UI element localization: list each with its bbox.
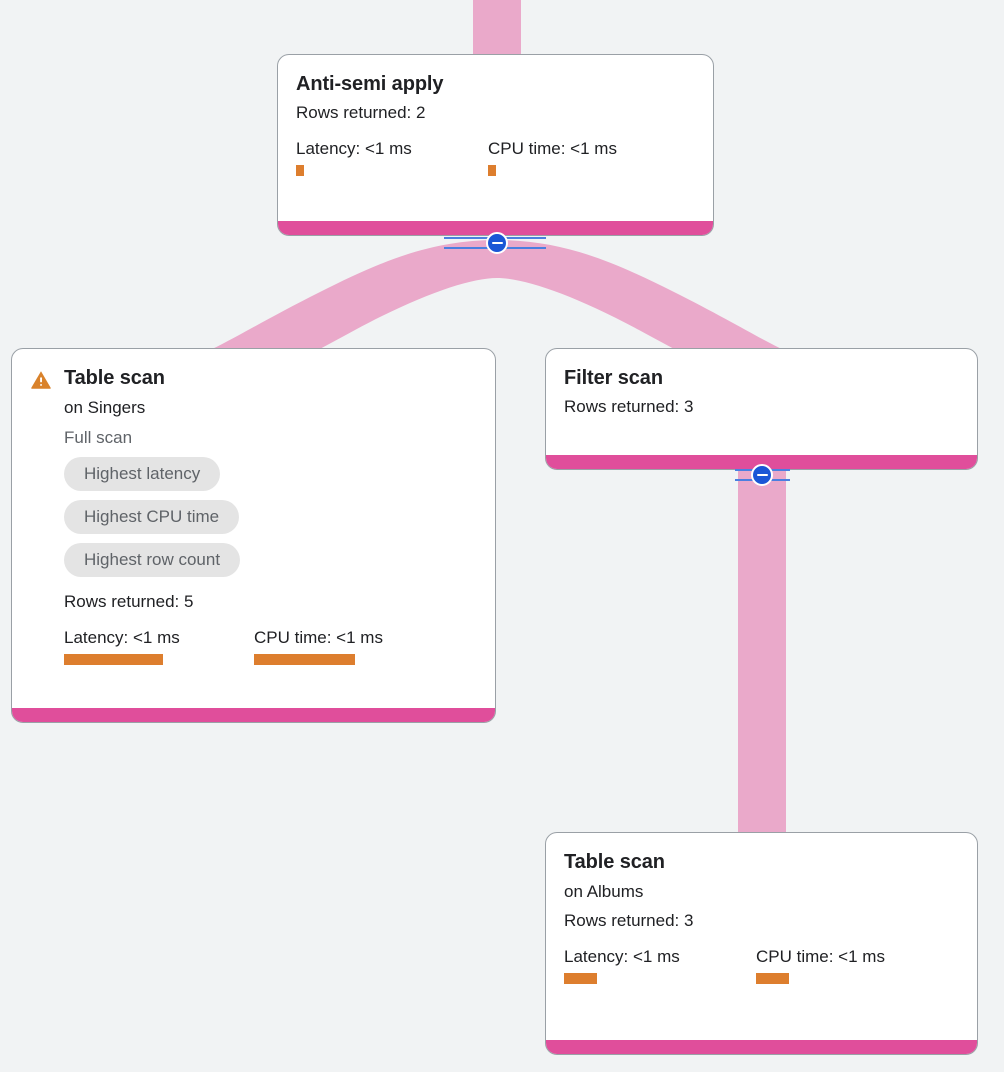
cpu-time-label: CPU time: <1 ms [756, 947, 885, 966]
cpu-metric: CPU time: <1 ms [756, 946, 885, 984]
plan-node-anti-semi-apply[interactable]: Anti-semi apply Rows returned: 2 Latency… [277, 54, 714, 236]
node-title: Table scan [564, 851, 665, 873]
node-details: on Singers Full scan Highest latency Hig… [64, 395, 477, 665]
node-body: Anti-semi apply Rows returned: 2 Latency… [278, 55, 713, 190]
node-title-row: Table scan [30, 365, 477, 391]
rows-returned-text: Rows returned: 3 [564, 397, 694, 416]
rows-returned-text: Rows returned: 5 [64, 592, 194, 611]
collapse-edge-lines-right [762, 468, 790, 482]
latency-bar [64, 654, 163, 665]
node-title-row: Anti-semi apply [296, 71, 695, 97]
warning-triangle-icon [30, 369, 52, 391]
badge-row: Highest row count [64, 543, 477, 586]
collapse-toggle-anti-semi-apply[interactable] [486, 232, 508, 254]
node-title-row: Table scan [564, 849, 959, 875]
collapse-edge-lines-right [498, 236, 546, 250]
rows-returned-text: Rows returned: 2 [296, 103, 426, 122]
node-title: Table scan [64, 367, 165, 389]
status-badge-highest-latency[interactable]: Highest latency [64, 457, 221, 491]
node-metrics: Latency: <1 ms CPU time: <1 ms [296, 138, 695, 176]
node-title-row: Filter scan [564, 365, 959, 391]
node-accent-footer [12, 708, 495, 722]
node-metrics: Latency: <1 ms CPU time: <1 ms [564, 946, 959, 984]
latency-bar [564, 973, 597, 984]
latency-metric: Latency: <1 ms [564, 946, 756, 984]
rows-returned-text: Rows returned: 3 [564, 911, 694, 930]
node-accent-footer [546, 455, 977, 469]
node-body: Table scan on Albums Rows returned: 3 La… [546, 833, 977, 998]
node-scan-type: Full scan [64, 428, 133, 447]
node-subtitle: on Singers [64, 398, 146, 417]
collapse-toggle-filter-scan[interactable] [751, 464, 773, 486]
latency-metric: Latency: <1 ms [64, 627, 254, 665]
node-accent-footer [278, 221, 713, 235]
node-subtitle: on Albums [564, 882, 644, 901]
latency-metric: Latency: <1 ms [296, 138, 488, 176]
edge-filter-scan-to-table-scan-albums [738, 468, 786, 840]
latency-label: Latency: <1 ms [564, 947, 680, 966]
minus-icon [756, 473, 768, 477]
badge-row: Highest latency [64, 457, 477, 500]
plan-node-table-scan-albums[interactable]: Table scan on Albums Rows returned: 3 La… [545, 832, 978, 1055]
cpu-time-bar [254, 654, 355, 665]
node-accent-footer [546, 1040, 977, 1054]
latency-bar [296, 165, 304, 176]
cpu-time-bar [488, 165, 496, 176]
cpu-time-label: CPU time: <1 ms [254, 628, 383, 647]
cpu-time-bar [756, 973, 789, 984]
plan-node-table-scan-singers[interactable]: Table scan on Singers Full scan Highest … [11, 348, 496, 723]
node-body: Filter scan Rows returned: 3 [546, 349, 977, 434]
minus-icon [491, 241, 503, 245]
badge-row: Highest CPU time [64, 500, 477, 543]
node-metrics: Latency: <1 ms CPU time: <1 ms [64, 627, 477, 665]
node-body: Table scan on Singers Full scan Highest … [12, 349, 495, 679]
latency-label: Latency: <1 ms [64, 628, 180, 647]
status-badge-highest-cpu-time[interactable]: Highest CPU time [64, 500, 240, 534]
plan-node-filter-scan[interactable]: Filter scan Rows returned: 3 [545, 348, 978, 470]
node-title: Anti-semi apply [296, 73, 444, 95]
status-badge-highest-row-count[interactable]: Highest row count [64, 543, 241, 577]
cpu-metric: CPU time: <1 ms [254, 627, 383, 665]
node-badges: Highest latency Highest CPU time Highest… [64, 457, 477, 586]
cpu-metric: CPU time: <1 ms [488, 138, 617, 176]
latency-label: Latency: <1 ms [296, 139, 412, 158]
collapse-edge-lines-left [444, 236, 496, 250]
edge-root-inbound [473, 0, 521, 56]
node-title: Filter scan [564, 367, 663, 389]
cpu-time-label: CPU time: <1 ms [488, 139, 617, 158]
